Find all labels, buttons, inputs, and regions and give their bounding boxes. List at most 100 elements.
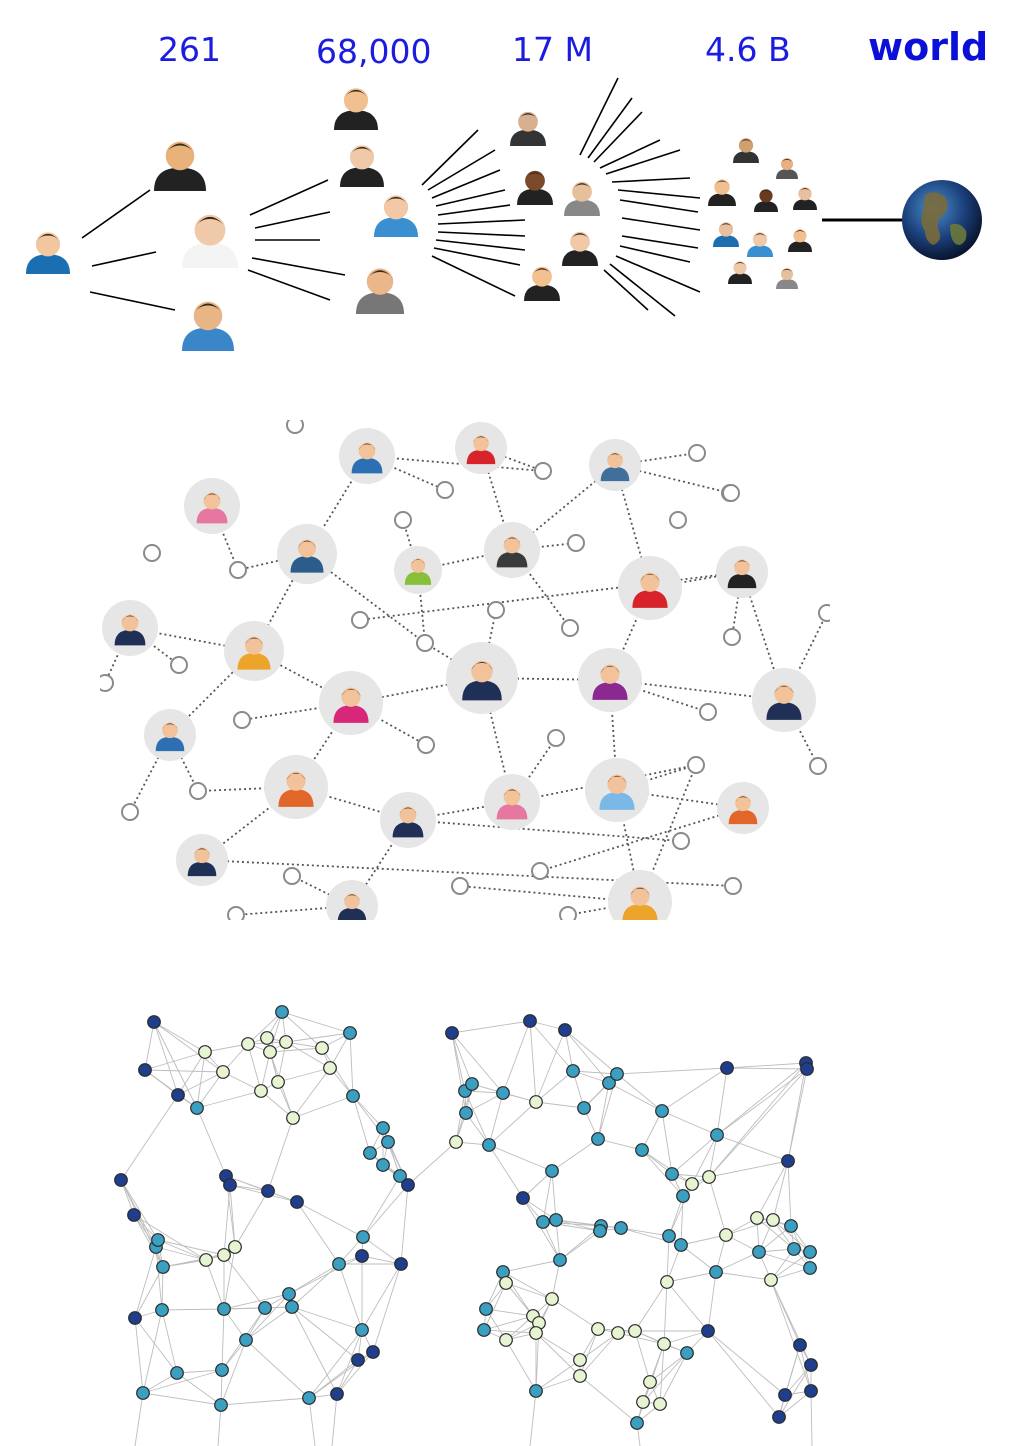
dotted-link	[253, 553, 308, 652]
graph-edge	[716, 1067, 728, 1136]
graph-edge	[362, 1236, 402, 1265]
graph-node	[660, 1275, 674, 1289]
graph-edge	[338, 1263, 363, 1331]
person-icon	[754, 189, 778, 212]
graph-edge	[772, 1219, 811, 1253]
graph-edge	[161, 1308, 225, 1311]
graph-edge	[770, 1279, 812, 1392]
graph-edge	[680, 1244, 717, 1273]
empty-node	[233, 711, 251, 729]
graph-node	[614, 1221, 628, 1235]
graph-edge	[134, 1317, 144, 1394]
graph-edge	[120, 1094, 179, 1181]
graph-edge	[451, 1032, 504, 1094]
graph-edge	[551, 1170, 557, 1221]
graph-edge	[451, 1032, 467, 1114]
graph-edge	[229, 1184, 236, 1248]
graph-edge	[222, 1071, 262, 1092]
graph-edge	[505, 1282, 553, 1300]
graph-node	[302, 1391, 316, 1405]
graph-node	[136, 1386, 150, 1400]
empty-node	[286, 420, 304, 434]
empty-node	[561, 619, 579, 637]
empty-node	[722, 484, 740, 502]
graph-edge	[196, 1090, 262, 1109]
graph-edge	[716, 1134, 789, 1162]
graph-edge	[247, 1011, 283, 1045]
graph-node	[766, 1213, 780, 1227]
person-avatar	[484, 522, 540, 578]
graph-node	[151, 1233, 165, 1247]
graph-edge	[162, 1254, 225, 1268]
graph-node	[279, 1035, 293, 1049]
graph-node	[674, 1238, 688, 1252]
person-icon	[510, 111, 546, 146]
graph-edge	[522, 1197, 561, 1261]
graph-edge	[597, 1082, 610, 1140]
graph-edge	[680, 1195, 684, 1246]
graph-node	[363, 1146, 377, 1160]
graph-edge	[269, 1011, 283, 1053]
count-label-2: 68,000	[316, 32, 432, 71]
graph-edge	[336, 1351, 374, 1395]
graph-node	[282, 1287, 296, 1301]
graph-edge	[288, 1255, 363, 1295]
graph-node	[239, 1333, 253, 1347]
person-avatar	[394, 546, 442, 594]
person-avatar	[578, 648, 642, 712]
graph-edge	[483, 1315, 534, 1331]
graph-edge	[708, 1176, 727, 1236]
graph-edge	[247, 1043, 262, 1092]
empty-node	[818, 604, 830, 622]
graph-node	[676, 1189, 690, 1203]
graph-edge	[291, 1306, 338, 1395]
graph-edge	[778, 1364, 812, 1418]
graph-node	[772, 1410, 786, 1424]
graph-edge	[285, 1032, 351, 1043]
dotted-link	[539, 807, 744, 872]
empty-node	[687, 756, 705, 774]
graph-edge	[555, 1219, 622, 1229]
graph-node	[804, 1384, 818, 1398]
graph-edge	[260, 1090, 294, 1119]
graph-edge	[296, 1201, 340, 1265]
graph-edge	[281, 1011, 323, 1049]
graph-node	[394, 1257, 408, 1271]
graph-edge	[291, 1306, 359, 1361]
person-avatar	[716, 546, 768, 598]
graph-node	[553, 1253, 567, 1267]
person-avatar	[144, 709, 196, 761]
dotted-link	[417, 569, 426, 644]
graph-node	[217, 1302, 231, 1316]
graph-edge	[153, 1021, 198, 1109]
graph-node	[665, 1167, 679, 1181]
graph-edge	[245, 1293, 290, 1341]
person-avatar	[319, 671, 383, 735]
graph-node	[566, 1064, 580, 1078]
graph-edge	[234, 1190, 269, 1248]
graph-edge	[663, 1281, 668, 1345]
graph-edge	[634, 1330, 651, 1383]
graph-node	[241, 1037, 255, 1051]
empty-node	[394, 511, 412, 529]
graph-edge	[277, 1067, 331, 1083]
graph-node	[477, 1323, 491, 1337]
graph-node	[355, 1323, 369, 1337]
person-icon	[524, 266, 560, 301]
graph-node	[803, 1245, 817, 1259]
graph-node	[290, 1195, 304, 1209]
empty-node	[688, 444, 706, 462]
graph-edge	[726, 1062, 807, 1069]
dotted-link	[201, 859, 734, 887]
empty-node	[227, 906, 245, 920]
empty-node	[547, 729, 565, 747]
graph-edge	[756, 1217, 795, 1250]
graph-edge	[483, 1282, 507, 1331]
graph-edge	[551, 1298, 599, 1330]
graph-node	[482, 1138, 496, 1152]
empty-node	[809, 757, 827, 775]
graph-edge	[535, 1375, 581, 1392]
graph-edge	[659, 1352, 688, 1405]
graph-edge	[641, 1149, 684, 1197]
graph-edge	[608, 1082, 663, 1112]
